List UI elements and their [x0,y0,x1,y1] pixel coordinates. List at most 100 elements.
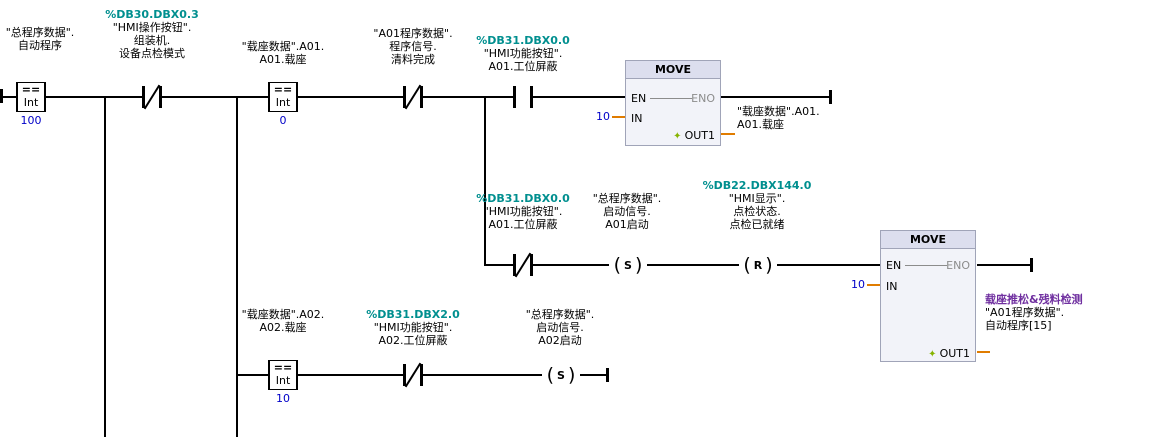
operand-address: %DB31.DBX0.0 [476,192,570,205]
label-line: 启动信号. [603,205,651,218]
label-line: "A01程序数据". [373,27,453,40]
contact-bar [513,86,516,108]
label-line: "总程序数据". [525,308,595,321]
operand-comment: 载座推松&残料检测 [985,293,1083,306]
label-line: 自动程序[15] [985,319,1052,332]
operand-label-carrier-a01[interactable]: "载座数据".A01. A01.载座 [218,40,348,66]
operand-address: %DB22.DBX144.0 [702,179,812,192]
label-line: 组装机. [133,34,171,47]
label-line: "总程序数据". [592,192,662,205]
move1-title: MOVE [626,61,720,79]
operand-label-station-mask-a02[interactable]: %DB31.DBX2.0 "HMI功能按钮". A02.工位屏蔽 [348,308,478,347]
move1-in-pin: IN [631,112,643,125]
label-line: 设备点检模式 [119,47,185,60]
operand-label-a01-start[interactable]: "总程序数据". 启动信号. A01启动 [562,192,692,231]
label-line: "HMI功能按钮". [483,205,563,218]
compare-value-carrier-a02[interactable]: 10 [276,392,290,405]
compare-value-carrier-a01[interactable]: 0 [279,114,287,127]
nc-slash [143,84,161,110]
compare-datatype: Int [275,374,291,387]
nc-slash [404,362,422,388]
rung1-start-rail [0,89,3,103]
reset-coil-check-ready[interactable]: R [739,253,777,277]
move1-en-pin: EN [631,92,647,105]
compare-operator: == [21,83,41,96]
label-line: 自动程序 [18,39,62,52]
operand-label-check-ready[interactable]: %DB22.DBX144.0 "HMI显示". 点检状态. 点检已就绪 [692,179,822,231]
coil-symbol: S [557,368,565,382]
nc-contact-station-mask-a02[interactable] [403,362,423,388]
contact-bar [403,86,406,108]
nc-contact-r2-station-mask[interactable] [513,252,533,278]
move1-instruction-block[interactable]: MOVE EN ENO IN OUT1 [625,60,721,146]
operand-label-move1-out[interactable]: "载座数据".A01. A01.载座 [737,105,857,131]
label-line: "载座数据".A01. [241,40,325,53]
move2-out-pin: OUT1 [928,347,970,360]
move2-in-connector [867,284,880,286]
operand-label-device-check[interactable]: %DB30.DBX0.3 "HMI操作按钮". 组装机. 设备点检模式 [87,8,217,60]
operand-label-a02-start[interactable]: "总程序数据". 启动信号. A02启动 [495,308,625,347]
sparkle-icon [928,347,936,360]
label-line: A02.载座 [259,321,307,334]
rung1-out-wire [721,96,831,98]
move1-out-pin: OUT1 [673,129,715,142]
move1-out-connector [721,133,735,135]
compare-eq-contact-auto-program[interactable]: == Int [16,82,46,112]
label-line: 程序信号. [389,40,437,53]
contact-bar [530,254,533,276]
operand-address: %DB31.DBX2.0 [366,308,460,321]
operand-address: %DB30.DBX0.3 [105,8,199,21]
branch-line-3 [484,96,486,266]
set-coil-a01-start[interactable]: S [609,253,647,277]
label-line: A01.工位屏蔽 [488,218,558,231]
rung3-end-tick [606,368,609,382]
operand-address: %DB31.DBX0.0 [476,34,570,47]
move2-title: MOVE [881,231,975,249]
move2-eno-pin: ENO [946,259,970,272]
rung1-wire [0,96,625,98]
label-line: A02.工位屏蔽 [378,334,448,347]
contact-bar [420,364,423,386]
nc-contact-clear-done[interactable] [403,84,423,110]
contact-bar [513,254,516,276]
no-contact-station-mask-a01[interactable] [513,86,533,108]
move2-out-connector [977,351,990,353]
label-line: A02启动 [538,334,582,347]
label-line: A01.工位屏蔽 [488,60,558,73]
compare-eq-contact-carrier-a01[interactable]: == Int [268,82,298,112]
operand-label-auto-program[interactable]: "总程序数据". 自动程序 [0,26,80,52]
move2-in-value[interactable]: 10 [851,278,865,291]
move1-in-value[interactable]: 10 [596,110,610,123]
label-line: "A01程序数据". [985,306,1065,319]
label-line: "HMI功能按钮". [483,47,563,60]
contact-bar [159,86,162,108]
set-coil-a02-start[interactable]: S [542,363,580,387]
move2-en-eno-line [905,265,947,266]
compare-operator: == [273,361,293,374]
move1-out-label: OUT1 [684,129,715,142]
rung2-out-wire [977,264,1032,266]
operand-label-carrier-a02[interactable]: "载座数据".A02. A02.载座 [218,308,348,334]
move1-in-connector [612,116,625,118]
nc-contact-device-check[interactable] [142,84,162,110]
compare-datatype: Int [275,96,291,109]
compare-value-auto-program[interactable]: 100 [20,114,42,127]
move2-instruction-block[interactable]: MOVE EN ENO IN OUT1 [880,230,976,362]
contact-bar [142,86,145,108]
coil-symbol: S [624,258,632,272]
compare-eq-contact-carrier-a02[interactable]: == Int [268,360,298,390]
label-line: "载座数据".A02. [241,308,325,321]
operand-label-clear-done[interactable]: "A01程序数据". 程序信号. 清料完成 [348,27,478,66]
contact-bar [403,364,406,386]
operand-label-move2-out[interactable]: 载座推松&残料检测 "A01程序数据". 自动程序[15] [985,293,1135,332]
compare-datatype: Int [23,96,39,109]
label-line: "总程序数据". [5,26,75,39]
branch-line-1 [104,96,106,437]
label-line: 点检已就绪 [729,218,785,231]
move2-en-pin: EN [886,259,902,272]
operand-label-r2-station-mask[interactable]: %DB31.DBX0.0 "HMI功能按钮". A01.工位屏蔽 [458,192,588,231]
operand-label-station-mask-a01[interactable]: %DB31.DBX0.0 "HMI功能按钮". A01.工位屏蔽 [458,34,588,73]
label-line: A01.载座 [259,53,307,66]
move2-in-pin: IN [886,280,898,293]
